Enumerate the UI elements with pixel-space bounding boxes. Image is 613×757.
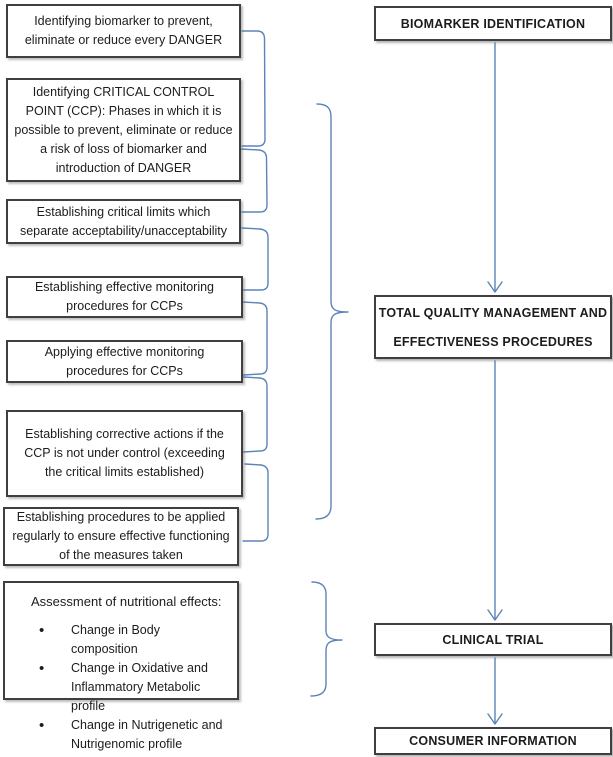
bracket-step4-step5 [241,301,268,376]
stage-box-clinical-trial: CLINICAL TRIAL [374,623,612,656]
arrow-biomarker-to-tqm [487,42,503,293]
assessment-bullet-list: Change in Body composition Change in Oxi… [31,621,229,754]
process-box-identify-biomarker: Identifying biomarker to prevent, elimin… [6,4,241,58]
brace-steps-to-tqm [315,103,349,520]
process-box-text: Establishing procedures to be applied re… [12,510,230,562]
process-box-text: Identifying biomarker to prevent, elimin… [24,14,223,47]
assessment-box: Assessment of nutritional effects: Chang… [3,581,239,751]
process-box-corrective-actions: Establishing corrective actions if the C… [6,410,243,497]
stage-label: CONSUMER INFORMATION [409,734,577,748]
bracket-step5-step6 [242,376,268,453]
stage-box-biomarker-identification: BIOMARKER IDENTIFICATION [374,6,612,41]
assessment-bullet: Change in Oxidative and Inflammatory Met… [31,659,229,716]
stage-label: BIOMARKER IDENTIFICATION [400,16,586,31]
process-box-text: Applying effective monitoring procedures… [44,344,205,378]
assessment-bullet: Change in Nutrigenetic and Nutrigenomic … [31,716,229,754]
brace-assessment-to-trial [310,581,343,697]
bracket-step6-step7 [242,463,269,542]
arrow-trial-to-consumer [487,657,503,725]
bracket-step2-step3 [240,148,268,213]
process-box-establish-monitoring: Establishing effective monitoring proced… [6,276,243,318]
bracket-step3-step4 [241,227,269,291]
stage-label: CLINICAL TRIAL [442,632,544,647]
stage-label-line2: EFFECTIVENESS PROCEDURES [393,334,593,349]
process-box-text: Establishing critical limits which separ… [19,204,228,238]
stage-box-consumer-information: CONSUMER INFORMATION [374,727,612,755]
bracket-step1-step2 [241,30,266,147]
assessment-heading: Assessment of nutritional effects: [31,594,222,609]
process-box-apply-monitoring: Applying effective monitoring procedures… [6,340,243,383]
process-box-critical-limits: Establishing critical limits which separ… [6,199,241,244]
process-box-text: Identifying CRITICAL CONTROL POINT (CCP)… [14,84,233,175]
stage-box-total-quality-management: TOTAL QUALITY MANAGEMENT AND EFFECTIVENE… [374,295,612,359]
process-box-identify-ccp: Identifying CRITICAL CONTROL POINT (CCP)… [6,78,241,182]
stage-label-line1: TOTAL QUALITY MANAGEMENT AND [378,305,608,320]
process-box-text: Establishing corrective actions if the C… [24,427,225,479]
assessment-bullet: Change in Body composition [31,621,229,659]
process-box-regular-procedures: Establishing procedures to be applied re… [3,507,239,566]
process-box-text: Establishing effective monitoring proced… [34,280,215,313]
arrow-tqm-to-trial [487,360,503,621]
